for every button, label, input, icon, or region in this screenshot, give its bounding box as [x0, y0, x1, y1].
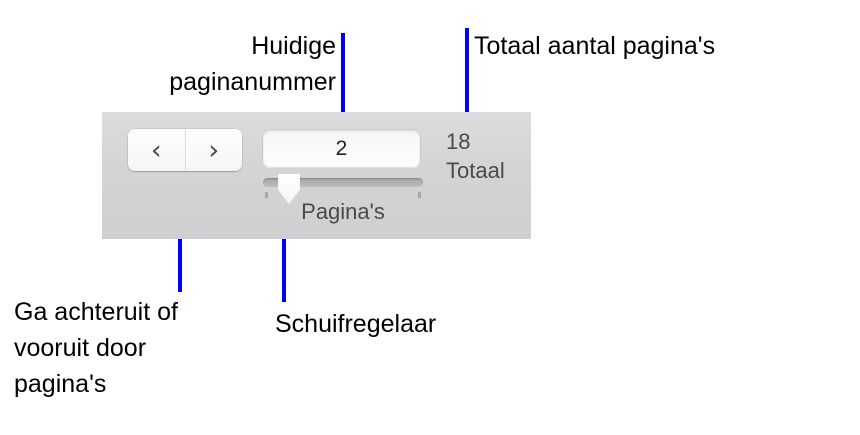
current-page-input[interactable]: 2	[263, 130, 420, 167]
callout-slider: Schuifregelaar	[275, 310, 437, 338]
page-navigation-segmented-control[interactable]: ‹ ›	[128, 129, 242, 171]
total-pages-label: Totaal	[446, 158, 505, 183]
total-pages-block: 18 Totaal	[446, 128, 505, 186]
page-slider-track[interactable]	[263, 178, 423, 187]
callout-navigation-buttons: Ga achteruit of vooruit door pagina's	[14, 298, 178, 398]
leader-line-current-page	[341, 33, 345, 141]
total-pages-count: 18	[446, 129, 471, 154]
page-slider-tick-end	[418, 192, 421, 198]
leader-line-slider	[282, 190, 286, 302]
previous-page-button[interactable]: ‹	[128, 129, 186, 171]
page-navigation-toolbar: ‹ › 2 Pagina's 18 Totaal	[102, 112, 531, 239]
leader-line-total-pages	[465, 28, 469, 131]
page-slider-thumb-shape	[278, 174, 300, 204]
callout-total-pages: Totaal aantal pagina's	[474, 32, 716, 60]
next-page-button[interactable]: ›	[185, 129, 242, 171]
page-slider-tick-start	[265, 192, 268, 198]
current-page-value: 2	[335, 137, 348, 160]
page-slider[interactable]	[263, 174, 423, 204]
callout-current-page-number: Huidige paginanummer	[169, 32, 336, 96]
chevron-right-icon: ›	[208, 134, 220, 166]
pages-caption: Pagina's	[301, 199, 385, 224]
chevron-left-icon: ‹	[150, 134, 162, 166]
page-slider-thumb[interactable]	[276, 174, 302, 204]
